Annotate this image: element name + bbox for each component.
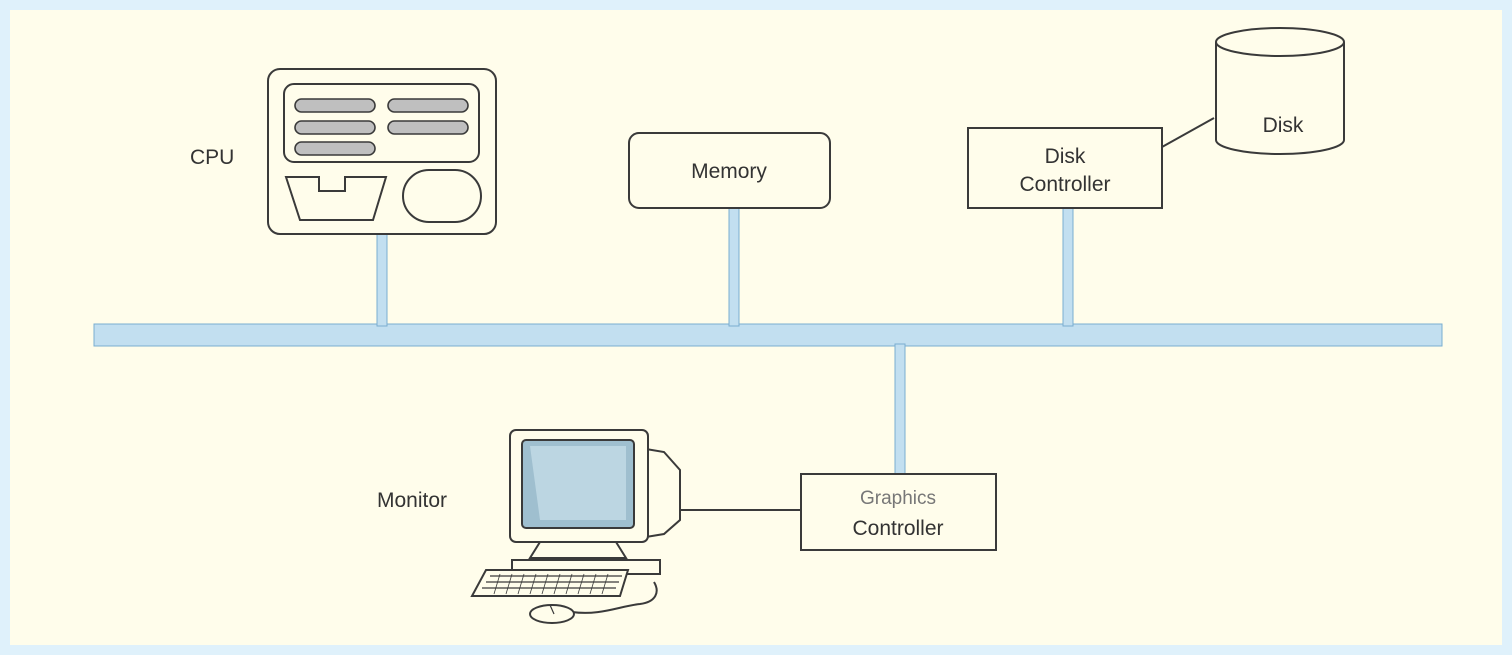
disk-cable bbox=[1161, 117, 1215, 148]
memory-box bbox=[628, 132, 831, 209]
system-bus bbox=[93, 323, 1443, 347]
graphics-controller-bus-connector bbox=[894, 343, 906, 475]
cpu-register bbox=[294, 120, 376, 135]
cpu-icon bbox=[267, 68, 497, 235]
keyboard-icon bbox=[470, 569, 630, 597]
monitor-label: Monitor bbox=[377, 489, 447, 512]
cpu-label: CPU bbox=[190, 146, 234, 169]
disk-controller-box bbox=[967, 127, 1163, 209]
cpu-register bbox=[387, 120, 469, 135]
graphics-controller-label-line1: Graphics bbox=[860, 488, 936, 509]
monitor-icon bbox=[509, 429, 681, 575]
disk-label: Disk bbox=[1263, 114, 1304, 137]
memory-label: Memory bbox=[691, 160, 767, 183]
cpu-alu bbox=[284, 176, 388, 221]
cpu-register bbox=[294, 98, 376, 113]
graphics-controller-box bbox=[800, 473, 997, 551]
disk-controller-bus-connector bbox=[1062, 207, 1074, 327]
cpu-bus-connector bbox=[376, 233, 388, 327]
disk-controller-label-line2: Controller bbox=[1019, 173, 1110, 196]
disk-icon bbox=[1215, 27, 1345, 155]
memory-bus-connector bbox=[728, 207, 740, 327]
graphics-controller-label-line2: Controller bbox=[852, 517, 943, 540]
cpu-register bbox=[294, 141, 376, 156]
cpu-control-unit bbox=[402, 169, 482, 223]
disk-controller-label-line1: Disk bbox=[1045, 145, 1086, 168]
cpu-register bbox=[387, 98, 469, 113]
mouse-icon bbox=[529, 581, 658, 624]
